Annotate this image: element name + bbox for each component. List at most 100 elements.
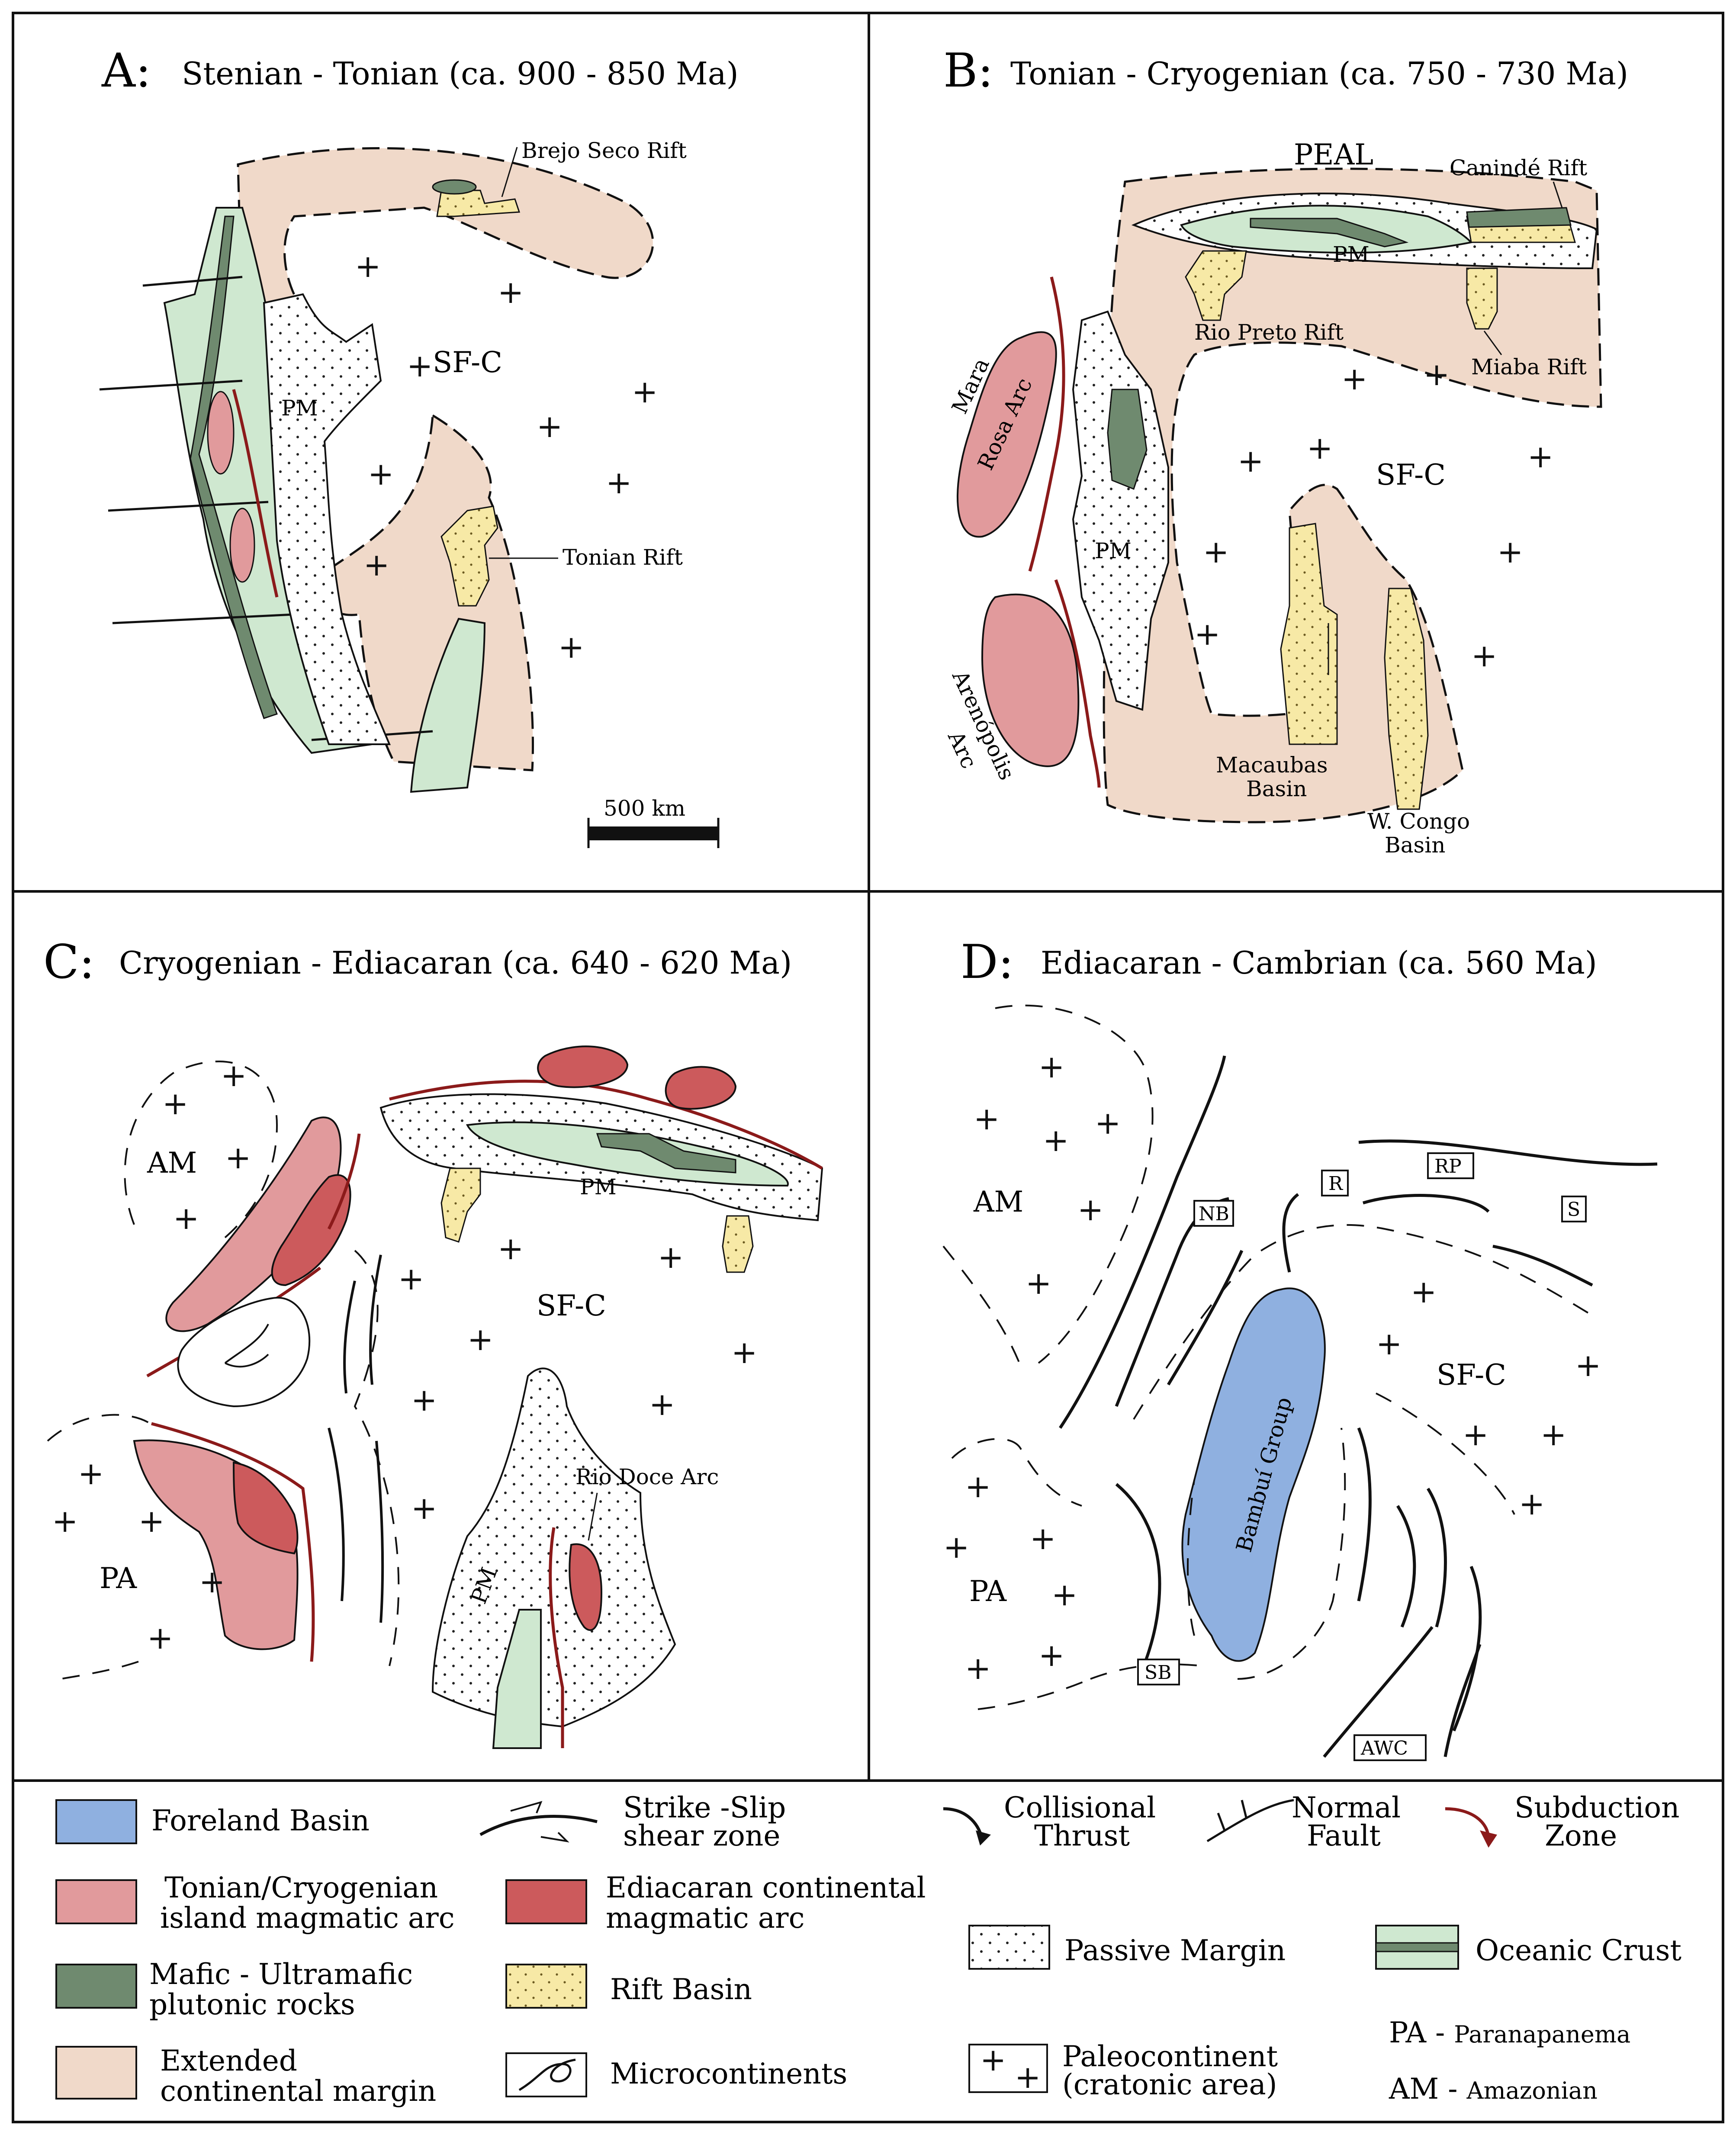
mafic-b-left [1107,389,1148,490]
pa-label-d: PA [969,1575,1007,1608]
svg-text:+: + [199,1563,225,1600]
pm-b-top-label: PM [1333,242,1370,267]
craton-crosses-b: ++ ++ ++ ++ + [1194,356,1553,674]
svg-text:+: + [1424,356,1450,392]
svg-text:+: + [1376,1325,1402,1362]
legend-paleocontinent-1: Paleocontinent [1062,2040,1278,2073]
svg-text:+: + [1519,1485,1545,1522]
panel-d-letter: D: [961,935,1014,989]
nb-label: NB [1199,1203,1229,1225]
legend-normal-fault-symbol [1206,1799,1294,1842]
scale-bar: 500 km [587,796,720,848]
pa-label-c: PA [100,1562,137,1595]
svg-text:+: + [368,456,394,492]
panel-frames [12,12,1724,2123]
legend-extended-2: continental margin [160,2074,436,2108]
tonian-arc-a-2 [229,508,255,583]
legend-microcontinents: Microcontinents [610,2057,847,2090]
legend-rift-basin: Rift Basin [610,1973,752,2006]
legend-swatch-extended [55,2046,137,2100]
legend-extended-1: Extended [160,2044,297,2077]
legend-tonian-arc-1: Tonian/Cryogenian [164,1871,438,1904]
pa-crosses-d: ++ ++ ++ [943,1468,1077,1686]
panel-b-title: Tonian - Cryogenian (ca. 750 - 730 Ma) [1010,55,1628,92]
ediacaran-arc-c-top-2 [665,1066,737,1110]
svg-text:+: + [974,1100,1000,1137]
svg-text:+: + [498,274,524,310]
dashed-boundaries-d [1090,1224,1593,1680]
svg-text:+: + [1575,1347,1601,1383]
am-outline [124,1061,278,1238]
ediacaran-arc-c-1 [271,1174,351,1286]
svg-text:+: + [162,1085,188,1122]
svg-text:+: + [537,408,563,444]
svg-text:+: + [225,1139,251,1176]
mafic-brejo [432,179,477,195]
panel-b: B: Tonian - Cryogenian (ca. 750 - 730 Ma… [943,44,1628,858]
panel-d-title: Ediacaran - Cambrian (ca. 560 Ma) [1041,945,1597,981]
rift-tonian [440,505,498,607]
svg-text:+: + [1030,1520,1056,1556]
ediacaran-arc-c-pa [232,1461,299,1555]
caninde-label: Canindé Rift [1450,155,1587,180]
pm-label-a: PM [281,395,318,421]
am-label-d: AM [973,1185,1023,1219]
panel-d: D: Ediacaran - Cambrian (ca. 560 Ma) AM … [942,935,1658,1761]
svg-text:+: + [173,1200,199,1236]
legend-strike-slip-2: shear zone [623,1819,780,1852]
legend-pa-abbr: PA - Paranapanema [1389,2016,1630,2049]
pm-c-top-label: PM [580,1174,617,1199]
rio-doce-label: Rio Doce Arc [575,1464,719,1489]
svg-text:+: + [1038,1637,1064,1673]
svg-text:+: + [1015,2059,1041,2095]
legend-subduction-2: Zone [1545,1819,1617,1852]
legend-paleocontinent-2: (cratonic area) [1062,2068,1277,2101]
microcontinent-c [177,1297,311,1408]
am-crosses-c: ++ ++ [162,1057,251,1236]
macaubas-label-2: Basin [1246,776,1307,801]
tonian-rift-label: Tonian Rift [563,545,683,570]
mafic-band-b [1250,218,1409,248]
oceanic-crust-c-south [492,1609,542,1749]
svg-text:+: + [965,1650,991,1686]
sfc-label-c: SF-C [537,1289,606,1322]
passive-margin-c-south [431,1367,676,1728]
svg-text:+: + [1471,637,1497,674]
oceanic-crust-a-south [410,617,486,793]
svg-text:+: + [1463,1416,1488,1453]
pa-outline [47,1414,157,1680]
legend-swatch-mafic [55,1964,137,2009]
subduction-zone-a [232,389,279,598]
leader-lines-a [489,147,558,559]
scale-bar-label: 500 km [604,796,685,821]
thrusts-d [1059,1055,1658,1758]
panel-b-letter: B: [943,44,993,98]
passive-margin-a [263,293,391,745]
sfc-label-b: SF-C [1376,458,1446,492]
legend-foreland: Foreland Basin [151,1804,370,1837]
svg-text:+: + [78,1455,104,1492]
legend-am-abbr: AM - Amazonian [1389,2072,1598,2106]
legend-swatch-foreland [55,1799,137,1844]
mafic-band-c [596,1133,736,1174]
subduction-zones-c-top [389,1080,823,1170]
legend-strike-slip-symbol [479,1801,598,1842]
arenopolis-arc [981,593,1080,767]
ediacaran-arc-c-top-1 [537,1045,629,1088]
legend-thrust-2: Thrust [1034,1819,1130,1852]
panel-c-letter: C: [43,935,95,989]
subduction-c-south [549,1527,564,1748]
macaubas-basin [1280,523,1338,745]
peal-label: PEAL [1294,138,1373,171]
sb-label: SB [1144,1662,1171,1684]
r-label: R [1328,1173,1344,1195]
mara-rosa-arc [956,331,1057,538]
svg-text:+: + [1194,616,1220,652]
svg-text:+: + [1540,1416,1566,1453]
mafic-band-a [190,215,278,719]
am-outline-d-2 [942,1245,1022,1368]
svg-text:+: + [731,1334,757,1370]
sfc-label-a: SF-C [433,346,502,379]
legend-thrust-symbol [943,1807,984,1839]
legend-am-name: Amazonian [1466,2077,1598,2104]
